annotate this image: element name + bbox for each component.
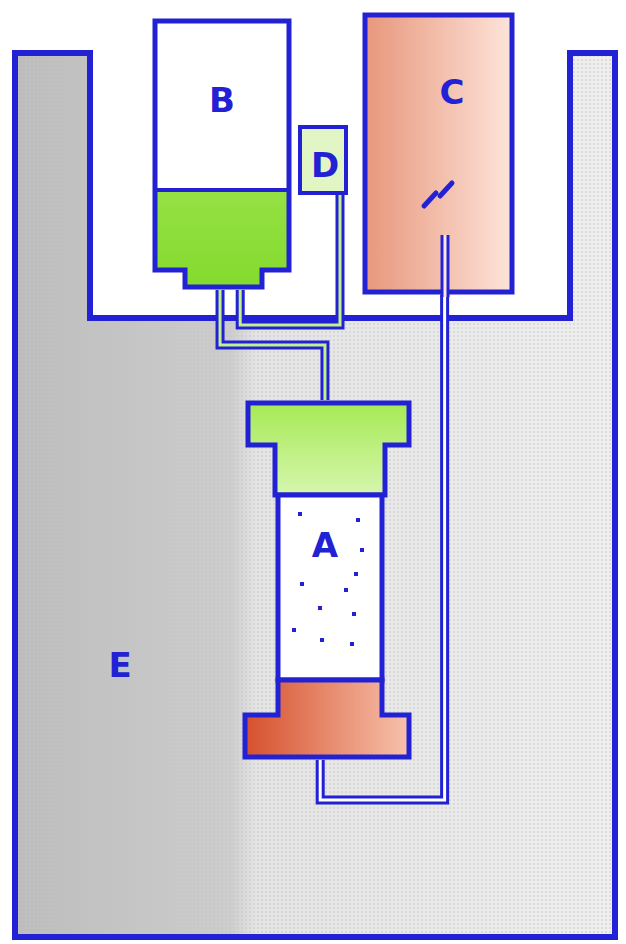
sample-cell-outline bbox=[242, 400, 412, 760]
part-letter: B bbox=[209, 83, 235, 117]
heater-wire bbox=[445, 235, 446, 297]
outer-bath: EA bbox=[12, 50, 618, 940]
heater-symbol bbox=[424, 183, 452, 206]
sample-particles bbox=[292, 512, 364, 646]
small-vessel: D bbox=[298, 125, 348, 195]
part-letter: A bbox=[312, 528, 338, 562]
reservoir-vessel: B bbox=[152, 18, 292, 290]
reservoir-vessel-outline bbox=[152, 18, 292, 290]
sample-cell: A bbox=[242, 400, 412, 760]
part-letter: E bbox=[108, 648, 131, 682]
heater-vessel: C bbox=[362, 12, 515, 295]
part-letter: D bbox=[311, 148, 339, 182]
part-letter: C bbox=[440, 75, 465, 109]
heater-vessel-outline bbox=[362, 12, 515, 295]
